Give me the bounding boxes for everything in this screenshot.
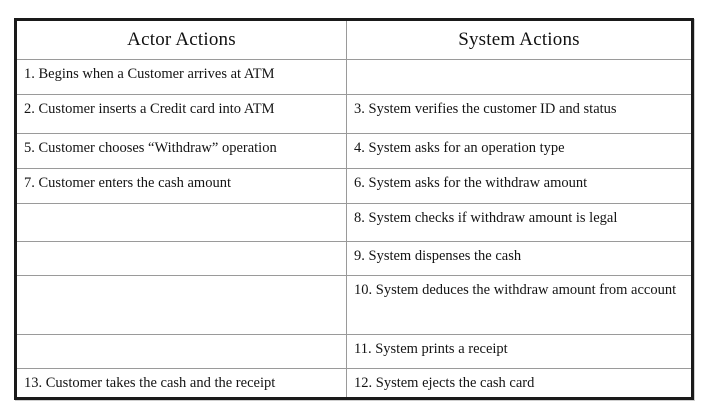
cell-actor-action: 13. Customer takes the cash and the rece… (15, 367, 347, 400)
table-row: 9. System dispenses the cash (15, 241, 693, 276)
table-header: Actor Actions System Actions (15, 19, 693, 60)
table-row: 7. Customer enters the cash amount 6. Sy… (15, 168, 693, 204)
cell-text-system: 12. System ejects the cash card (354, 375, 535, 391)
table-header-row: Actor Actions System Actions (15, 19, 693, 60)
table-row: 10. System deduces the withdraw amount f… (15, 275, 693, 335)
cell-text-system: 9. System dispenses the cash (354, 248, 522, 264)
cell-system-action: 4. System asks for an operation type (346, 133, 693, 169)
cell-actor-action (15, 334, 347, 369)
cell-text-system: 3. System verifies the customer ID and s… (354, 101, 617, 117)
cell-system-action: 3. System verifies the customer ID and s… (346, 94, 693, 134)
cell-system-action: 10. System deduces the withdraw amount f… (346, 275, 693, 335)
cell-actor-action (15, 203, 347, 242)
table-body: 1. Begins when a Customer arrives at ATM… (15, 59, 693, 400)
cell-text-actor (17, 204, 346, 232)
cell-system-action: 8. System checks if withdraw amount is l… (346, 203, 693, 242)
cell-text-actor (17, 276, 346, 304)
table-row: 5. Customer chooses “Withdraw” operation… (15, 133, 693, 169)
cell-text-system: 4. System asks for an operation type (354, 140, 565, 156)
cell-system-action (346, 59, 693, 95)
column-header-actor-actions: Actor Actions (15, 19, 347, 60)
cell-text-actor: 7. Customer enters the cash amount (24, 175, 231, 191)
cell-system-action: 12. System ejects the cash card (346, 367, 693, 400)
cell-text-system: 8. System checks if withdraw amount is l… (354, 210, 618, 226)
cell-actor-action: 7. Customer enters the cash amount (15, 168, 347, 204)
cell-system-action: 11. System prints a receipt (346, 334, 693, 369)
cell-actor-action: 1. Begins when a Customer arrives at ATM (15, 59, 347, 95)
cell-text-system: 10. System deduces the withdraw amount f… (354, 282, 677, 298)
cell-actor-action: 5. Customer chooses “Withdraw” operation (15, 133, 347, 169)
cell-text-actor: 13. Customer takes the cash and the rece… (24, 375, 276, 391)
table-row: 8. System checks if withdraw amount is l… (15, 203, 693, 242)
cell-text-actor: 1. Begins when a Customer arrives at ATM (24, 66, 275, 82)
cell-text-system: 6. System asks for the withdraw amount (354, 175, 588, 191)
table-row: 11. System prints a receipt (15, 334, 693, 369)
cell-text-actor: 5. Customer chooses “Withdraw” operation (24, 140, 277, 156)
cell-text-system (347, 60, 691, 88)
cell-actor-action: 2. Customer inserts a Credit card into A… (15, 94, 347, 134)
use-case-table: Actor Actions System Actions 1. Begins w… (14, 18, 694, 401)
table-row: 1. Begins when a Customer arrives at ATM (15, 59, 693, 95)
cell-system-action: 9. System dispenses the cash (346, 241, 693, 276)
column-header-system-actions: System Actions (346, 19, 693, 60)
cell-actor-action (15, 241, 347, 276)
cell-system-action: 6. System asks for the withdraw amount (346, 168, 693, 204)
cell-text-actor (17, 242, 346, 270)
cell-text-system: 11. System prints a receipt (354, 341, 508, 357)
table-row: 13. Customer takes the cash and the rece… (15, 367, 693, 400)
cell-actor-action (15, 275, 347, 335)
cell-text-actor: 2. Customer inserts a Credit card into A… (24, 101, 275, 117)
table-row: 2. Customer inserts a Credit card into A… (15, 94, 693, 134)
cell-text-actor (17, 335, 346, 363)
